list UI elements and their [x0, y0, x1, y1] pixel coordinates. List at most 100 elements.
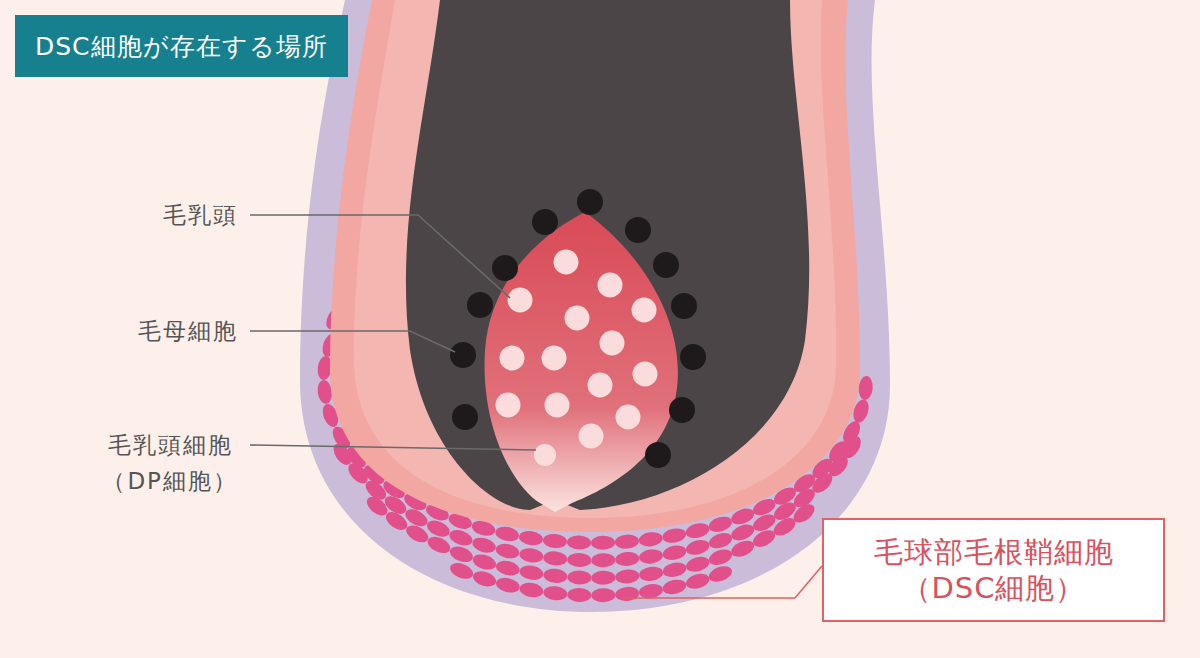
matrix-cell [653, 252, 679, 278]
dsc-cell [707, 530, 734, 551]
dsc-cell [494, 576, 521, 595]
dsc-cell [425, 534, 453, 557]
dsc-cell [567, 587, 592, 602]
papilla-cells [496, 250, 658, 467]
papilla-cell [579, 424, 604, 449]
title: DSC細胞が存在する場所 [35, 30, 328, 63]
dsc-cell [448, 560, 475, 582]
papilla-cell [545, 393, 570, 418]
root-sheath [330, 0, 860, 532]
dsc-cell [661, 560, 687, 579]
dsc-cell [518, 581, 544, 599]
dsc-cell [858, 375, 874, 400]
dsc-cell [383, 508, 411, 533]
papilla-cell [534, 444, 556, 466]
dsc-cell [567, 553, 592, 568]
matrix-cell [671, 293, 697, 319]
dsc-cell [707, 563, 734, 584]
leader-line [250, 331, 455, 352]
part-label: 毛母細胞 [138, 314, 238, 349]
dsc-cell [448, 544, 475, 566]
leader-line [250, 215, 510, 298]
papilla-cell [565, 306, 590, 331]
dsc-cell [591, 553, 615, 567]
dsc-cell [543, 550, 568, 566]
dsc-cell [542, 533, 567, 549]
papilla-cell [598, 273, 623, 298]
papilla-cell [600, 331, 625, 356]
dsc-cell [567, 570, 592, 585]
papilla-cell [616, 405, 641, 430]
dsc-cell [707, 547, 734, 568]
dsc-cell [403, 522, 431, 546]
dsc-cell [661, 543, 687, 561]
dsc-cell [661, 527, 687, 545]
matrix-cell [467, 292, 493, 318]
dsc-cell [615, 586, 640, 602]
papilla-cell [542, 346, 567, 371]
inner-sheath [354, 0, 836, 518]
dsc-cell [495, 559, 521, 578]
dsc-cell [518, 547, 544, 564]
papilla-cell [496, 393, 521, 418]
dsc-cell [567, 535, 591, 550]
papilla-cell [588, 373, 613, 398]
papilla-cell [632, 298, 657, 323]
leader-line [625, 566, 822, 598]
matrix-cell [532, 209, 558, 235]
part-label: 毛乳頭 [163, 198, 238, 233]
dsc-cell [684, 538, 711, 558]
dsc-cell [638, 531, 664, 548]
dsc-cell [425, 517, 453, 540]
dsc-cell [790, 500, 818, 526]
dsc-cell [518, 529, 544, 546]
dsc-cell [729, 538, 757, 560]
dsc-cell [471, 535, 498, 555]
dsc-cell [684, 554, 711, 574]
dsc-cell [638, 548, 664, 565]
matrix-cells [450, 189, 706, 468]
dsc-cell [471, 552, 498, 572]
dsc-cell [840, 433, 865, 461]
callout-box: 毛球部毛根鞘細胞 （DSC細胞） [822, 518, 1165, 622]
dsc-cell [543, 585, 568, 601]
matrix-cell [492, 255, 518, 281]
matrix-cell [450, 342, 476, 368]
dsc-cell [684, 571, 711, 591]
dsc-cell [615, 569, 640, 585]
papilla-cell [508, 288, 533, 313]
dsc-cell [614, 534, 639, 550]
papilla-cell [554, 250, 579, 275]
dermal-papilla [485, 212, 678, 512]
dsc-cell [638, 565, 664, 582]
part-label: 毛乳頭細胞 （DP細胞） [102, 428, 238, 499]
dsc-cell [591, 588, 615, 603]
matrix-cell [452, 404, 478, 430]
matrix-cell [645, 442, 671, 468]
outer-sheath [300, 0, 890, 612]
matrix-cell [577, 189, 603, 215]
dsc-cell [615, 551, 640, 567]
papilla-cell [633, 362, 658, 387]
dsc-cell [591, 535, 615, 549]
matrix-cell [669, 397, 695, 423]
dsc-cell [543, 568, 568, 584]
dsc-cell [494, 525, 520, 544]
matrix-cell [680, 344, 706, 370]
leader-line [250, 445, 536, 450]
dsc-cell [684, 521, 711, 540]
dsc-cell [447, 527, 474, 548]
dsc-cell [494, 542, 520, 561]
papilla-cell [500, 346, 525, 371]
dsc-cell [729, 521, 757, 543]
dsc-cell [519, 564, 545, 582]
callout-text: 毛球部毛根鞘細胞 （DSC細胞） [874, 534, 1114, 607]
dsc-cell [591, 570, 615, 584]
leader-lines [250, 215, 536, 450]
title-box: DSC細胞が存在する場所 [15, 15, 348, 77]
matrix-cell [625, 217, 651, 243]
dsc-cell [471, 569, 498, 589]
dsc-cell [661, 578, 687, 597]
